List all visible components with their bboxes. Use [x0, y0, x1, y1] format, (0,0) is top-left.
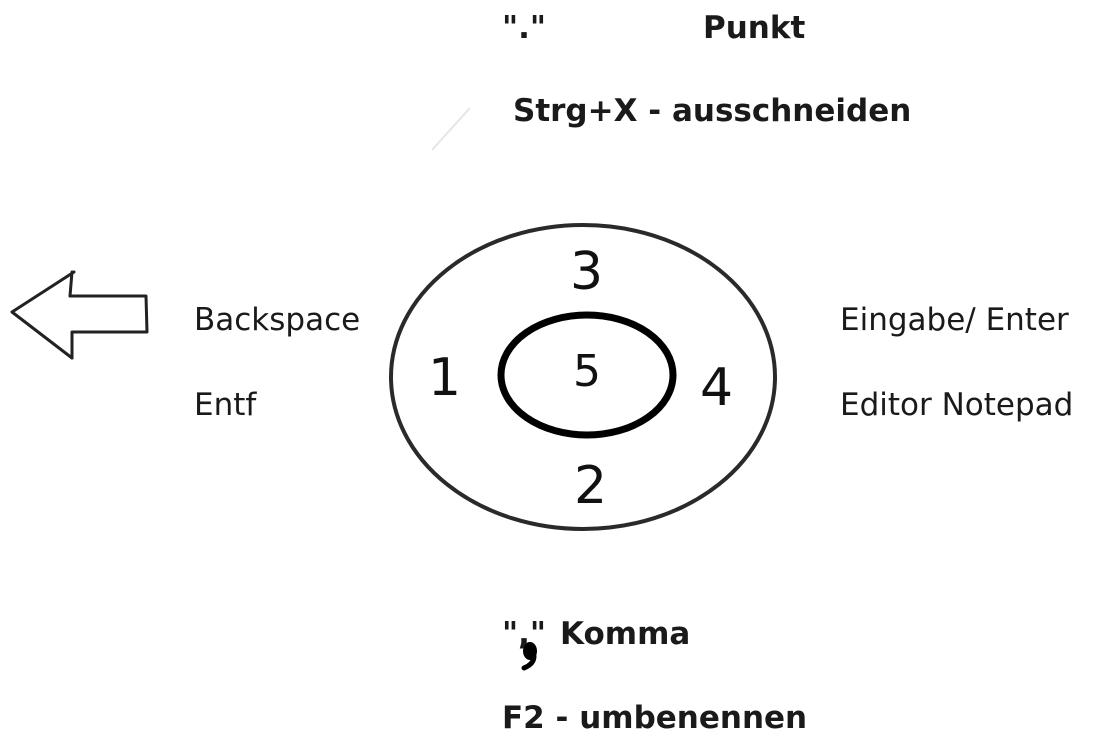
inner-ring — [497, 311, 677, 439]
comma-symbol: "," — [502, 616, 547, 652]
stray-mark — [431, 107, 471, 151]
dot-label: Punkt — [703, 10, 806, 46]
dot-symbol: "." — [502, 10, 547, 46]
zone-right-number: 4 — [700, 358, 734, 418]
backspace-label: Backspace — [194, 302, 361, 338]
comma-label: Komma — [560, 616, 691, 652]
editor-label: Editor Notepad — [840, 387, 1074, 423]
delete-label: Entf — [194, 387, 257, 423]
enter-label: Eingabe/ Enter — [840, 302, 1069, 338]
zone-top-number: 3 — [570, 242, 604, 302]
zone-bottom-number: 2 — [574, 456, 608, 516]
rename-shortcut-label: F2 - umbenennen — [502, 700, 808, 736]
left-arrow-icon — [10, 270, 149, 360]
zone-center-number: 5 — [573, 346, 601, 397]
cut-shortcut-label: Strg+X - ausschneiden — [513, 93, 912, 129]
outer-ring — [389, 223, 777, 531]
zone-left-number: 1 — [428, 348, 462, 408]
comma-mark-icon — [521, 642, 537, 671]
